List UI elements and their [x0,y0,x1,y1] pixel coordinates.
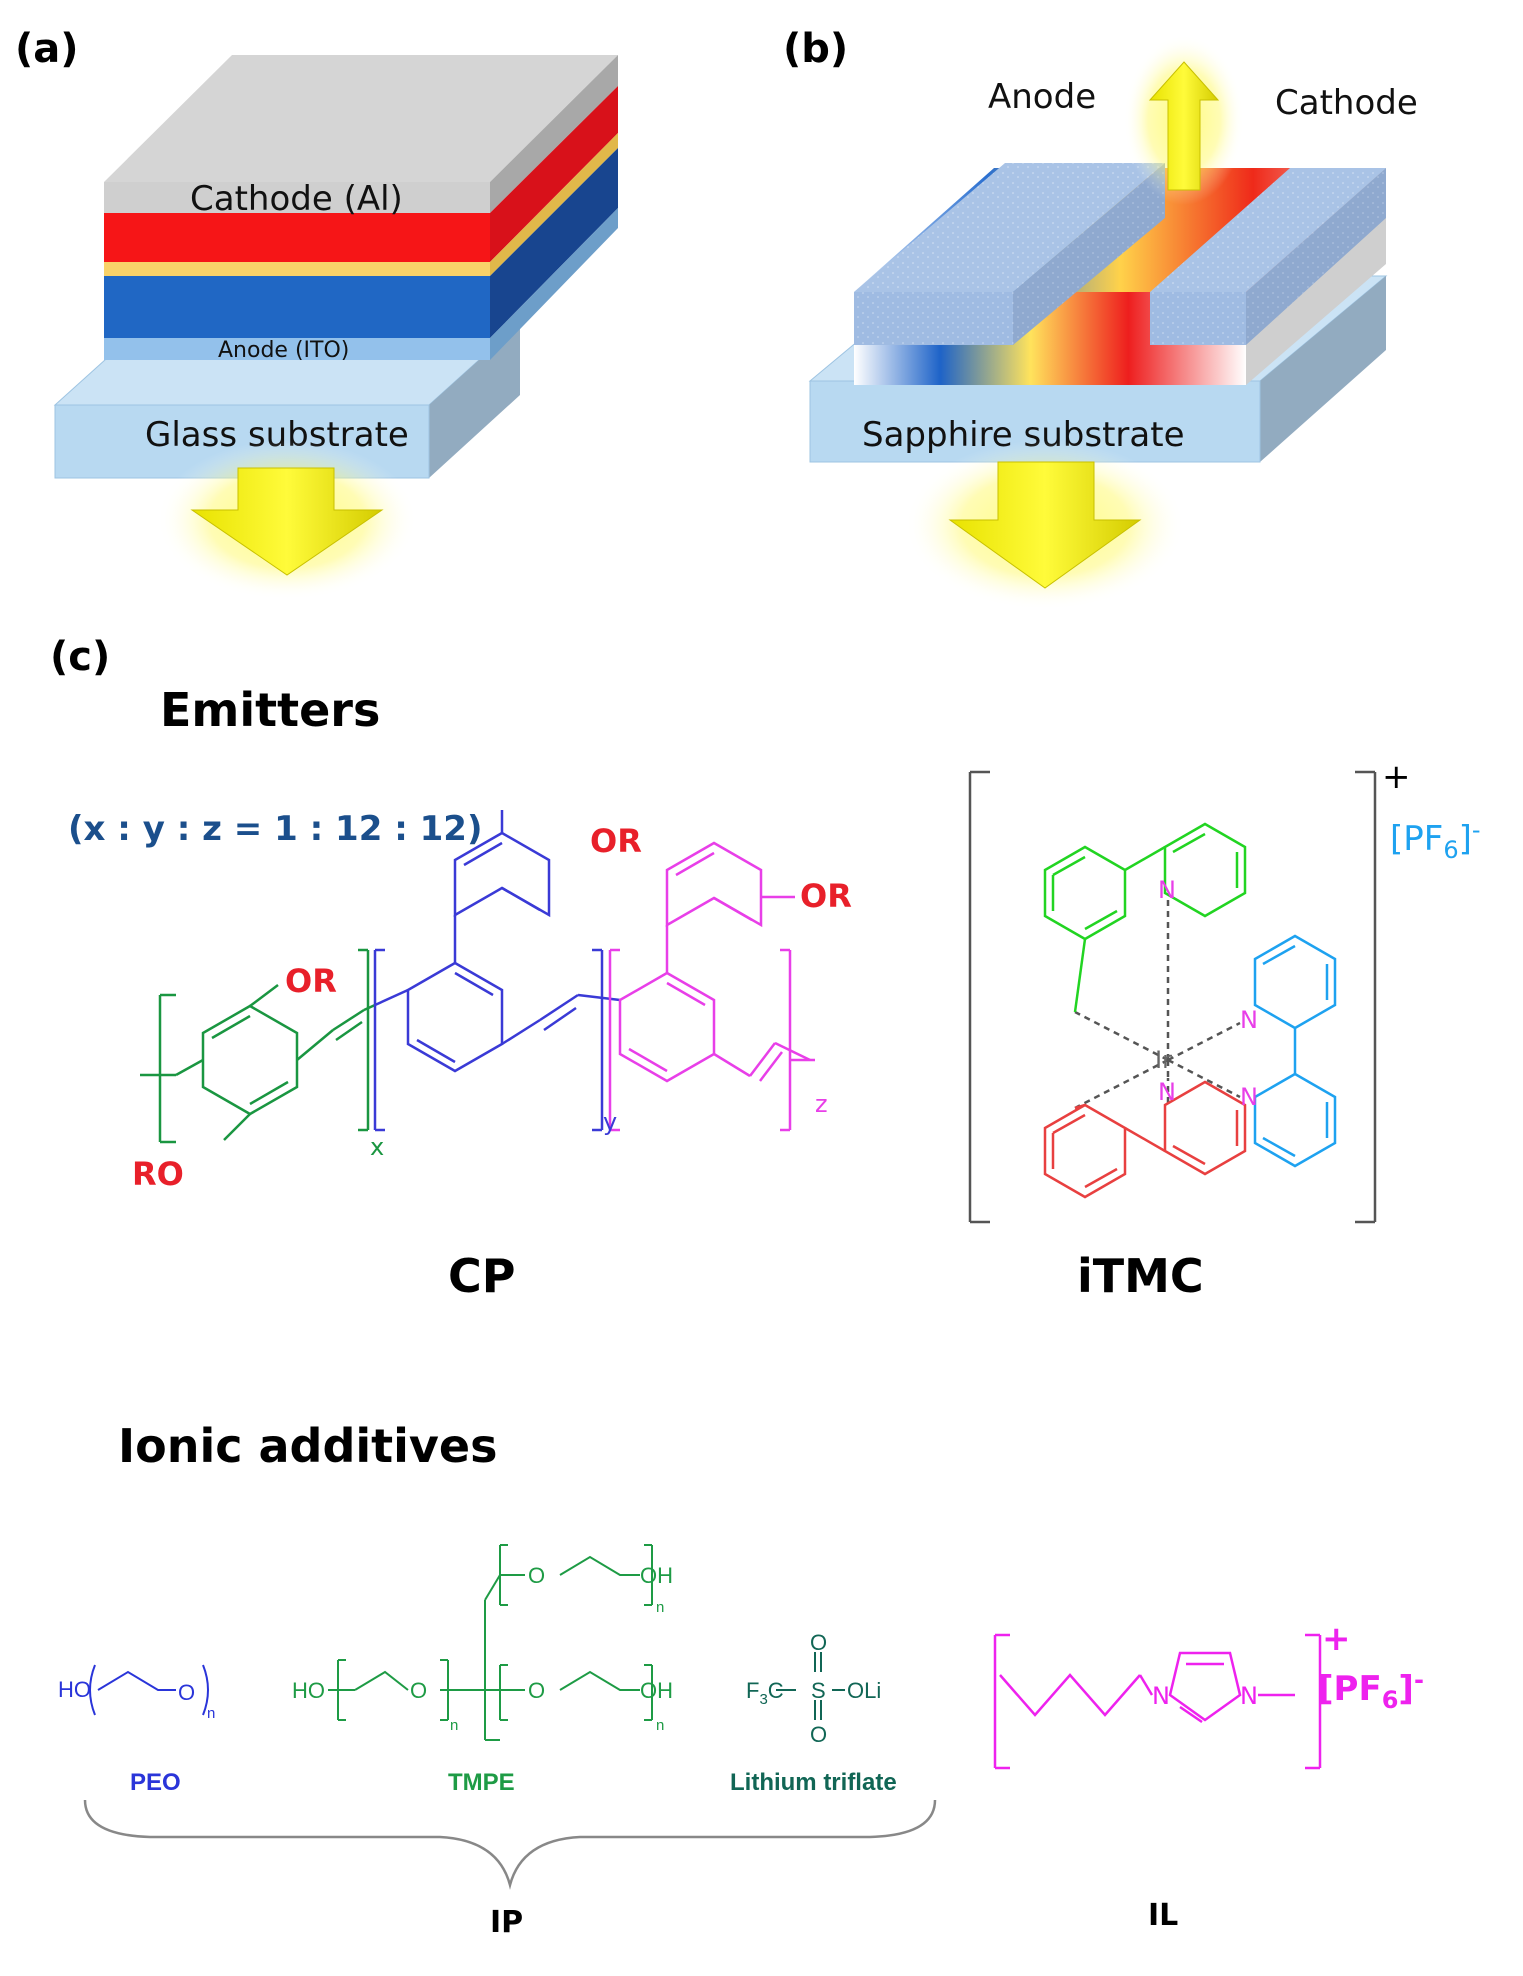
ionic-additives-heading: Ionic additives [118,1419,498,1473]
litf-sulfur: S [811,1678,826,1703]
tmpe-oxygen: O [410,1678,427,1703]
cp-unit-x [140,948,376,1144]
tmpe-ho: HO [292,1678,325,1703]
peo-ho: HO [58,1677,91,1702]
tmpe-n: n [656,1717,664,1734]
panel-a-label: (a) [15,26,79,72]
il-name: IL [1148,1898,1178,1933]
itmc-charge: + [1382,757,1411,797]
tmpe-oxygen: O [528,1678,545,1703]
emission-arrow-down-icon [905,440,1185,610]
peo-n: n [207,1705,215,1722]
itmc-nitrogen: N [1240,1083,1258,1111]
cp-subscript-z: z [815,1090,828,1118]
cp-unit-y [373,810,621,1132]
litf-oxygen: O [810,1630,827,1655]
ip-label: IP [490,1905,523,1940]
panel-b: (b) Sapphire substrate Anode Cathode [783,26,1418,610]
il-charge: + [1322,1619,1351,1659]
il-counterion: [PF6]- [1318,1666,1424,1714]
tmpe-oxygen: O [528,1563,545,1588]
anode-label: Anode [988,77,1096,117]
tmpe-structure [328,1544,653,1741]
itmc-structure [968,770,1377,1224]
panel-b-label: (b) [783,26,848,72]
cp-name: CP [448,1249,515,1303]
cathode-label: Cathode [1275,83,1418,123]
itmc-nitrogen: N [1240,1006,1258,1034]
panel-a: (a) Glass substrate Cathode (Al) Ano [15,26,618,600]
cp-subscript-x: x [370,1133,384,1161]
peo-name: PEO [130,1769,181,1796]
cp-ro-label: RO [132,1155,184,1193]
itmc-iridium: Ir [1155,1046,1172,1074]
lithium-triflate-name: Lithium triflate [730,1769,897,1796]
cp-or-label: OR [590,822,642,860]
lithium-triflate-structure [776,1652,845,1720]
tmpe-n: n [656,1599,664,1616]
litf-oli: OLi [847,1678,881,1703]
anode-ito-label: Anode (ITO) [218,338,349,363]
il-nitrogen: N [1240,1682,1258,1710]
tmpe-oh: OH [640,1678,673,1703]
itmc-counterion: [PF6]- [1390,816,1481,864]
peo-oxygen: O [178,1680,195,1705]
cp-subscript-y: y [603,1108,617,1136]
monomer-ratio: (x : y : z = 1 : 12 : 12) [68,809,483,849]
il-nitrogen: N [1152,1682,1170,1710]
emission-arrow-up-icon [1124,35,1244,205]
panel-c: (c) Emitters (x : y : z = 1 : 12 : 12) [50,634,1481,1940]
peo-structure [89,1664,209,1716]
emitters-heading: Emitters [160,683,380,737]
itmc-nitrogen: N [1158,876,1176,904]
ip-brace [83,1799,937,1890]
il-structure [993,1633,1322,1770]
cp-unit-z [608,841,815,1132]
litf-oxygen: O [810,1722,827,1747]
itmc-nitrogen: N [1158,1078,1176,1106]
emission-arrow-down-icon [157,440,417,600]
tmpe-oh: OH [640,1563,673,1588]
panel-c-label: (c) [50,634,110,680]
litf-f3c: F3C [746,1678,784,1708]
cp-structure [140,810,815,1144]
cp-or-label: OR [285,962,337,1000]
tmpe-name: TMPE [448,1769,515,1796]
anode-electrode [854,163,1165,345]
cp-or-label: OR [800,877,852,915]
cathode-al-label: Cathode (Al) [190,179,403,219]
cathode-electrode [1150,168,1386,345]
tmpe-n: n [450,1717,458,1734]
oled-layer-stack: Cathode (Al) Anode (ITO) [104,55,618,363]
itmc-name: iTMC [1077,1249,1204,1303]
